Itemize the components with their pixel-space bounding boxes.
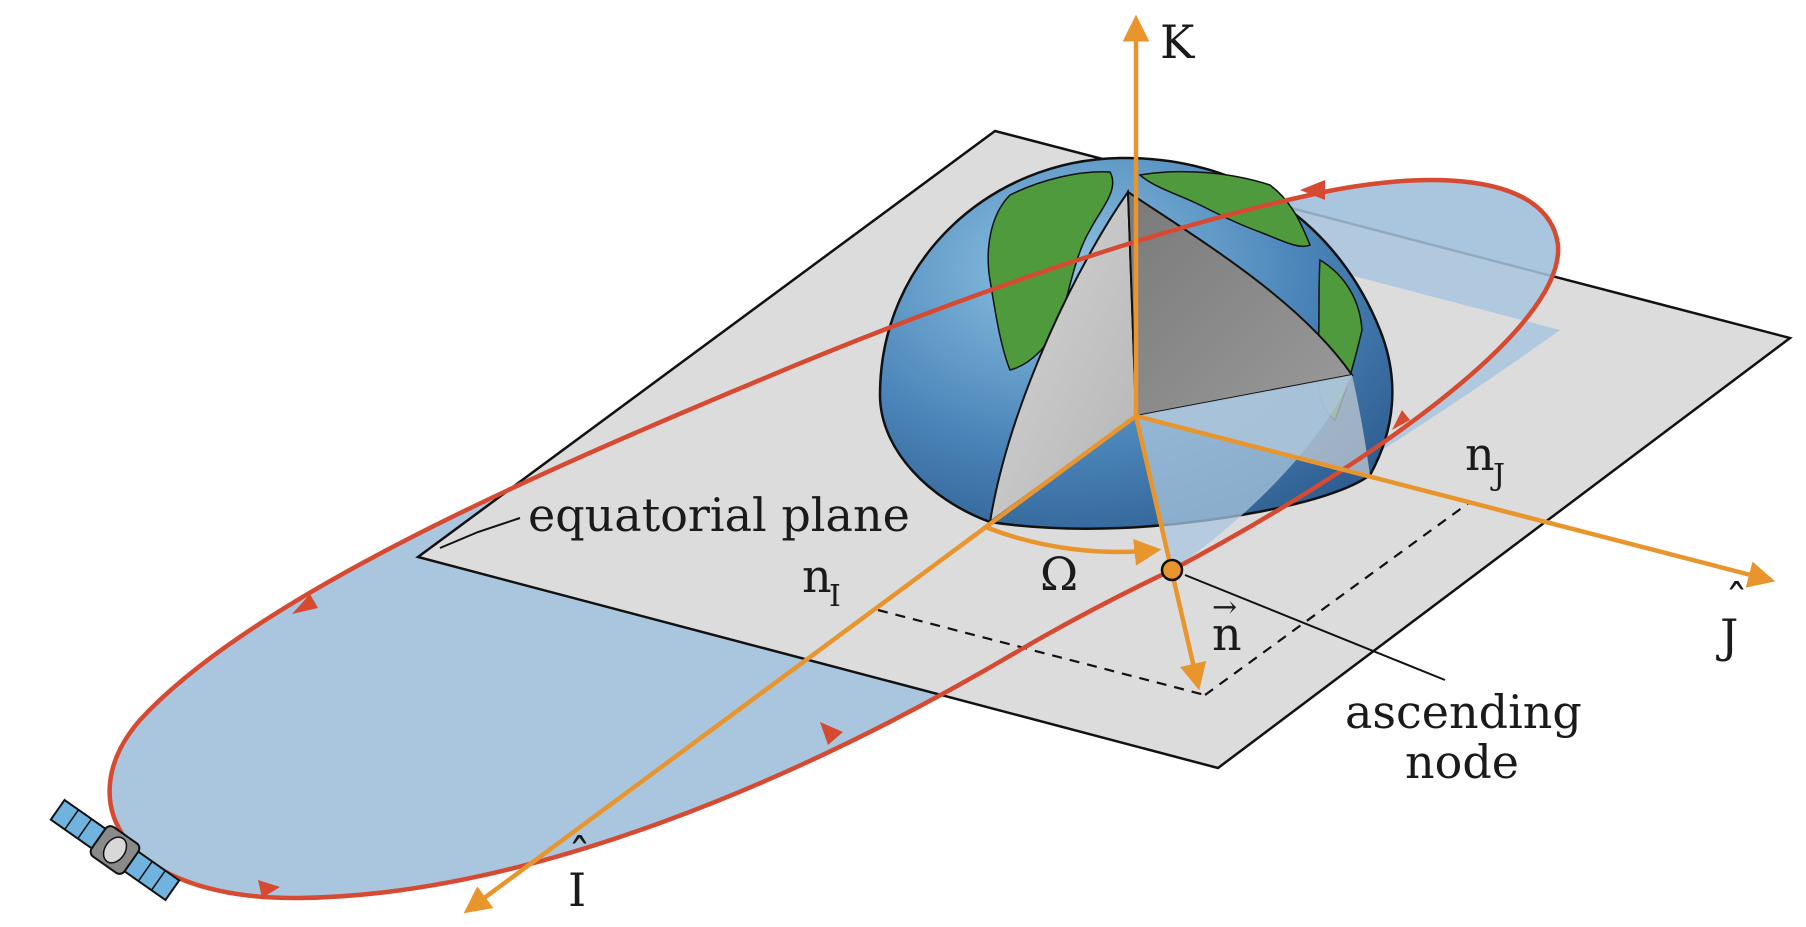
- n-vector-label: n: [1212, 607, 1242, 661]
- n-i-subscript: I: [829, 579, 841, 614]
- j-axis-hat: ˆ: [1725, 575, 1748, 629]
- ascending-node-leader: [1184, 574, 1446, 681]
- n-j-label: n: [1465, 427, 1495, 481]
- equatorial-plane-label: equatorial plane: [528, 488, 910, 542]
- projection-line-j: [1204, 501, 1471, 696]
- omega-label: Ω: [1040, 547, 1078, 601]
- n-i-label: n: [802, 549, 832, 603]
- earth-cut-light: [988, 188, 1138, 525]
- orbit-fill-front: [1172, 180, 1560, 570]
- orbit-line: [107, 177, 1561, 901]
- earth-land-europe: [1138, 170, 1311, 247]
- orbit-arrow-lower-mid: [820, 722, 843, 745]
- i-axis-hat: ˆ: [568, 829, 591, 883]
- coordinate-axes: [463, 14, 1776, 914]
- n-vector: [1133, 413, 1207, 691]
- axis-labels: ˆ K ˆ J ˆ I: [568, 0, 1748, 917]
- orbit-arrow-top: [1300, 180, 1325, 200]
- i-axis: [463, 413, 1139, 914]
- earth-cut-dark: [1126, 190, 1354, 418]
- projection-line-i: [877, 608, 1206, 697]
- n-vector-arrow: →: [1212, 590, 1237, 625]
- component-labels: equatorial plane n I n J Ω → n ascending…: [528, 427, 1582, 789]
- orbit: [107, 177, 1561, 901]
- orbit-arrow-left: [292, 594, 318, 614]
- satellite-icon: [49, 798, 181, 902]
- n-j-subscript: J: [1490, 458, 1505, 493]
- projection-lines: [877, 501, 1471, 697]
- omega-arc: [985, 525, 1162, 566]
- orbit-node-region: [1136, 375, 1352, 570]
- earth-hemisphere-icon: [878, 156, 1394, 530]
- ascending-node-marker: [1160, 558, 1184, 582]
- orbit-arrow-bottom: [258, 880, 280, 898]
- k-axis-hat: ˆ: [1170, 0, 1193, 39]
- i-axis-label: I: [568, 863, 586, 917]
- j-axis-label: J: [1716, 609, 1738, 663]
- equatorial-plane-leader: [439, 517, 521, 549]
- j-axis: [1133, 413, 1776, 588]
- ascending-node-label-line1: ascending: [1345, 685, 1582, 739]
- k-axis-label: K: [1160, 15, 1196, 69]
- orbit-arrow-right: [1392, 410, 1410, 430]
- ascending-node-label-line2: node: [1405, 735, 1519, 789]
